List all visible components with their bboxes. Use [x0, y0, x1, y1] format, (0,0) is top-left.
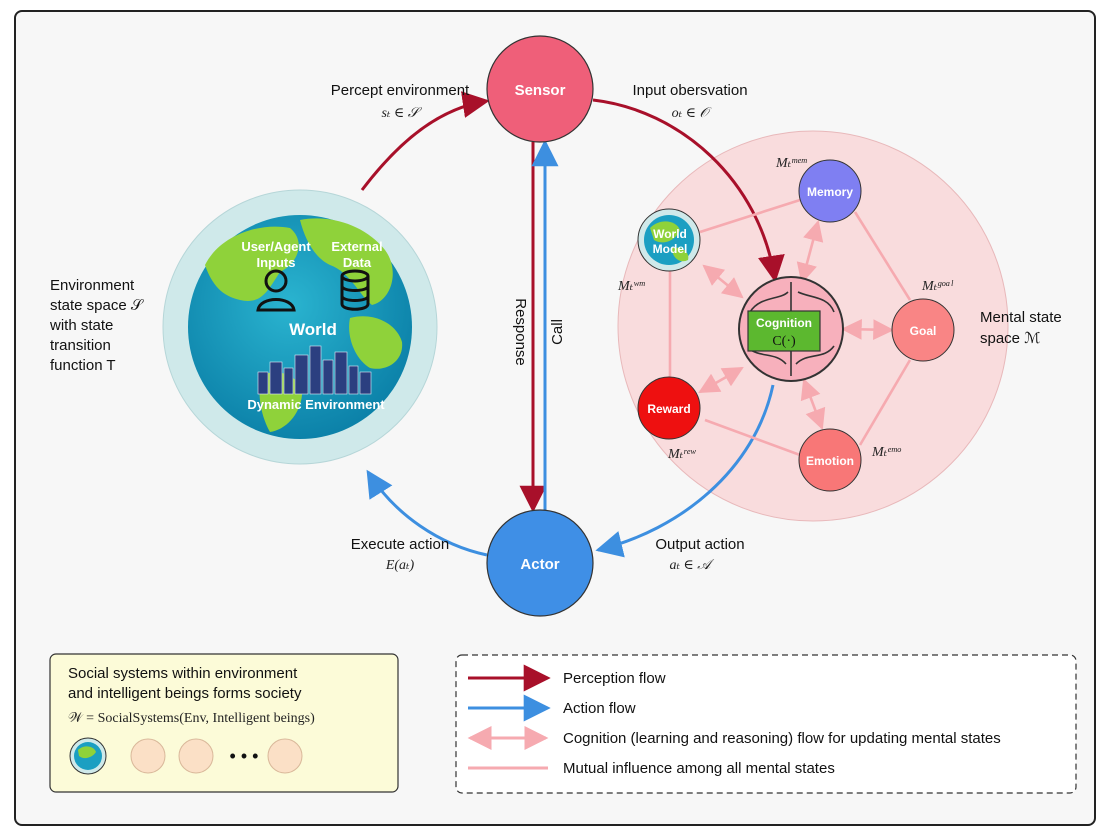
output-action-math: aₜ ∈ 𝒜 — [669, 558, 714, 573]
svg-text:state space 𝒮: state space 𝒮 — [50, 297, 144, 314]
input-observation-arrow — [592, 98, 785, 283]
reward-node[interactable] — [637, 376, 701, 440]
sensor-label: Sensor — [515, 82, 566, 99]
legend-mutual-label: Mutual influence among all mental states — [563, 760, 835, 777]
svg-text:space ℳ: space ℳ — [980, 330, 1040, 347]
svg-text:with state: with state — [49, 317, 113, 334]
mini-being-3 — [267, 738, 303, 774]
society-box: Social systems within environment and in… — [49, 653, 399, 793]
svg-text:Mental state: Mental state — [980, 309, 1062, 326]
reward-state-label: Mₜʳᵉʷ — [667, 447, 697, 462]
memory-label: Memory — [807, 185, 853, 199]
actor-node[interactable] — [486, 509, 594, 617]
svg-text:transition: transition — [50, 337, 111, 354]
memory-state-label: Mₜᵐᵉᵐ — [775, 156, 808, 171]
execute-action-label: Execute action — [351, 536, 449, 553]
mini-globe-icon — [69, 737, 107, 775]
city-skyline-icon — [257, 345, 372, 395]
user-inputs-label-1: User/Agent — [241, 239, 311, 254]
memory-node[interactable] — [798, 159, 862, 223]
world-model-node[interactable] — [637, 208, 701, 272]
society-formula: 𝒲 = SocialSystems(Env, Intelligent being… — [68, 711, 315, 726]
emotion-node[interactable] — [798, 428, 862, 492]
ellipsis-dots: • • • — [230, 746, 259, 766]
percept-environment-math: sₜ ∈ 𝒮 — [381, 106, 422, 121]
cognition-function-label: C(·) — [772, 334, 796, 349]
goal-label: Goal — [910, 324, 937, 338]
goal-node[interactable] — [891, 298, 955, 362]
brain-icon[interactable] — [738, 276, 844, 382]
world-model-label-2: Model — [653, 242, 688, 256]
legend-action-label: Action flow — [563, 700, 636, 717]
goal-state-label: Mₜᵍᵒᵃˡ — [921, 279, 954, 294]
emotion-state-label: Mₜᵉᵐᵒ — [871, 445, 902, 460]
output-action-arrow — [595, 384, 775, 558]
mutual-influence-links — [668, 198, 912, 457]
user-icon — [256, 269, 296, 312]
mini-being-2 — [178, 738, 214, 774]
input-observation-label: Input obersvation — [632, 82, 747, 99]
svg-text:Environment: Environment — [50, 277, 135, 294]
response-label: Response — [512, 298, 529, 366]
input-observation-math: oₜ ∈ 𝒪 — [672, 106, 712, 121]
actor-label: Actor — [520, 556, 559, 573]
external-data-label-2: Data — [343, 255, 372, 270]
mental-state-space-label: Mental state space ℳ — [980, 309, 1062, 347]
legend-box: Perception flow Action flow Cognition (l… — [455, 654, 1077, 794]
dynamic-environment-label: Dynamic Environment — [247, 397, 385, 412]
sensor-node[interactable] — [486, 35, 594, 143]
mini-being-1 — [130, 738, 166, 774]
user-inputs-label-2: Inputs — [257, 255, 296, 270]
legend-perception-label: Perception flow — [563, 670, 666, 687]
execute-action-arrow — [366, 469, 488, 557]
percept-environment-label: Percept environment — [331, 82, 470, 99]
percept-environment-arrow — [360, 91, 490, 191]
database-icon — [340, 269, 370, 311]
emotion-label: Emotion — [806, 454, 854, 468]
output-action-label: Output action — [655, 536, 744, 553]
world-model-state-label: Mₜʷᵐ — [617, 279, 646, 294]
world-model-label-1: World — [653, 227, 687, 241]
society-text-2: and intelligent beings forms society — [68, 685, 302, 702]
legend-cognition-label: Cognition (learning and reasoning) flow … — [563, 730, 1001, 747]
svg-text:function T: function T — [50, 357, 116, 374]
call-label: Call — [549, 319, 566, 345]
cognition-label: Cognition — [756, 316, 812, 330]
society-text-1: Social systems within environment — [68, 665, 298, 682]
environment-state-space-label: Environment state space 𝒮 with state tra… — [49, 277, 144, 374]
execute-action-math: E(aₜ) — [385, 558, 415, 573]
reward-label: Reward — [647, 402, 690, 416]
world-label: World — [289, 320, 337, 339]
external-data-label-1: External — [331, 239, 382, 254]
cognition-flows — [698, 219, 895, 430]
